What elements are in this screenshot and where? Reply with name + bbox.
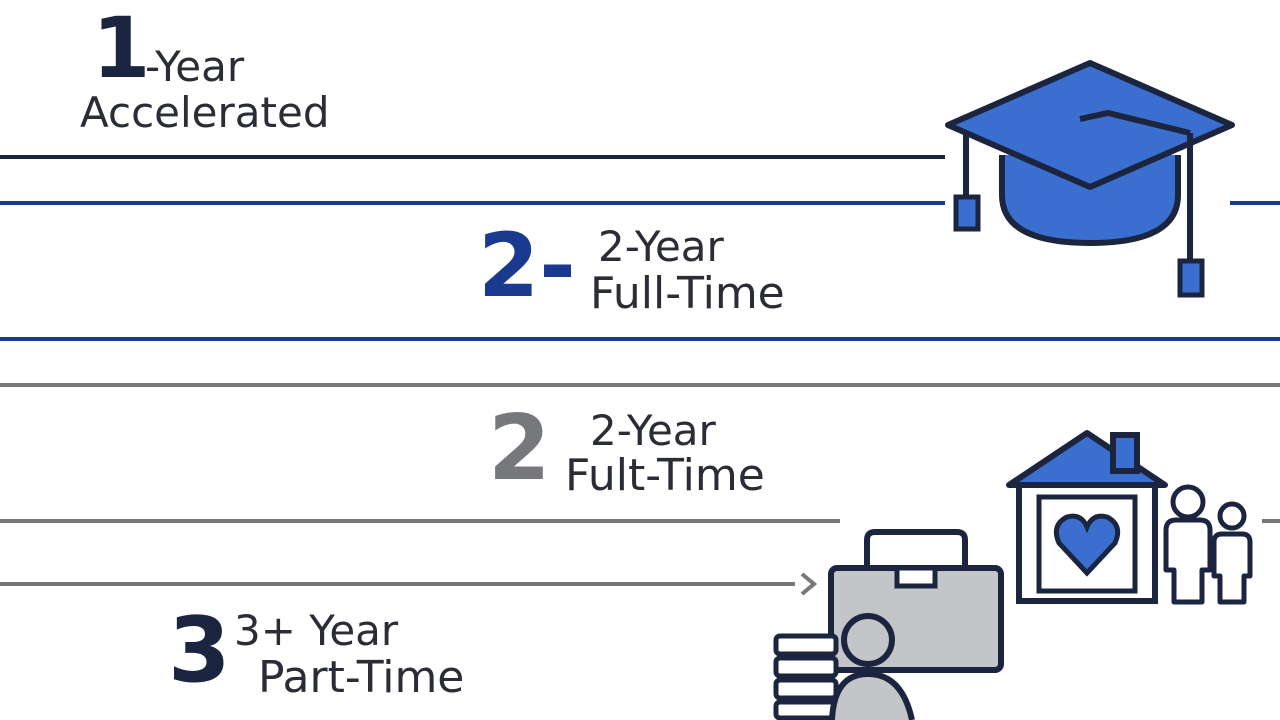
graduation-cap-icon [945, 60, 1235, 298]
divider-line [0, 155, 945, 159]
tier-label-line1: 2-Year [598, 222, 724, 271]
divider-line [0, 519, 840, 523]
tier-number: 2 [488, 396, 551, 501]
divider-line [0, 337, 1280, 341]
tier-label-line2: Part-Time [258, 652, 465, 703]
student-with-books-icon [773, 613, 915, 720]
family-icon [1163, 484, 1253, 605]
tier-number: 1 [92, 0, 151, 97]
arrow-right-icon [800, 572, 818, 596]
divider-line [1230, 201, 1280, 205]
tier-number: 3 [168, 598, 231, 703]
divider-line [0, 201, 945, 205]
divider-line [0, 383, 1280, 387]
tier-label-line2: Fult-Time [565, 450, 765, 501]
divider-line [0, 582, 795, 586]
divider-line [1262, 519, 1280, 523]
tier-label-line1: 2-Year [590, 406, 716, 455]
tier-label-line2: Full-Time [590, 268, 785, 319]
house-heart-icon [1006, 430, 1168, 604]
tier-label-line1: 3+ Year [234, 606, 399, 655]
tier-number: 2- [478, 214, 576, 317]
tier-label-line1: -Year [145, 42, 245, 91]
tier-label-line2: Accelerated [80, 88, 330, 137]
